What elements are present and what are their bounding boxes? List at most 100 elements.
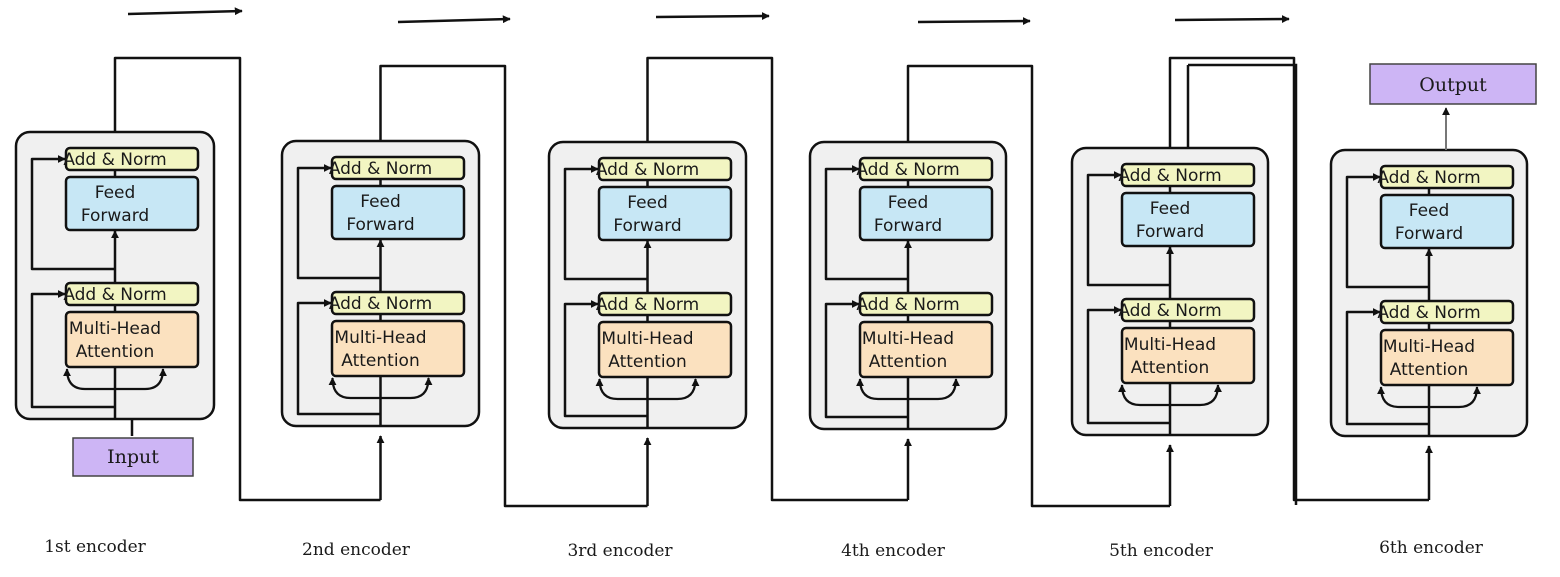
multi-head-attention-label: Multi-Head (1383, 337, 1475, 357)
multi-head-attention-label: Attention (608, 352, 686, 372)
feed-forward-box (1379, 193, 1515, 250)
feed-forward-label: Feed (1409, 201, 1450, 221)
residual-connection-attention (563, 300, 648, 418)
add-norm-label: Add & Norm (329, 159, 432, 179)
multi-head-attention-label: Attention (341, 351, 419, 371)
multi-head-attention-box (64, 310, 200, 369)
add-norm-box (1120, 162, 1256, 188)
input-label: Input (107, 446, 159, 468)
multi-head-attention-box (858, 320, 994, 379)
residual-connection-feedforward (824, 165, 908, 281)
add-norm-label: Add & Norm (856, 295, 959, 315)
attention-fan-in-arrows (63, 368, 167, 391)
feed-forward-label: Forward (1136, 222, 1204, 242)
add-norm-box (330, 290, 466, 316)
attention-fan-in-arrows (856, 378, 960, 401)
encoder-caption: 6th encoder (1379, 538, 1484, 558)
feed-forward-label: Feed (627, 193, 668, 213)
feed-forward-box (330, 184, 466, 241)
residual-connection-attention (1086, 306, 1170, 425)
encoder-caption: 5th encoder (1109, 541, 1214, 561)
feed-forward-label: Feed (888, 193, 929, 213)
feed-forward-box (858, 185, 994, 242)
feed-forward-label: Forward (346, 215, 414, 235)
encoder-caption: 3rd encoder (567, 541, 673, 561)
input-box (72, 437, 194, 477)
add-norm-box (597, 291, 733, 317)
multi-head-attention-label: Multi-Head (1124, 335, 1216, 355)
add-norm-label: Add & Norm (1118, 301, 1221, 321)
flow-direction-arrow (397, 15, 511, 24)
add-norm-box (858, 291, 994, 317)
add-norm-label: Add & Norm (329, 294, 432, 314)
residual-connection-feedforward (30, 155, 115, 271)
add-norm-box (1379, 164, 1515, 190)
multi-head-attention-label: Multi-Head (601, 329, 693, 349)
feed-forward-label: Feed (1150, 199, 1191, 219)
encoder-caption: 2nd encoder (302, 540, 411, 560)
feed-forward-label: Forward (1395, 224, 1463, 244)
residual-connection-attention (30, 290, 115, 409)
flow-direction-arrow (127, 7, 243, 16)
residual-connection-attention (1345, 308, 1429, 426)
encoder-connector-line (379, 64, 648, 508)
add-norm-label: Add & Norm (63, 150, 166, 170)
encoder-connector-line (113, 56, 381, 502)
feed-forward-label: Forward (81, 206, 149, 226)
feed-forward-label: Feed (95, 183, 136, 203)
encoder-connector-line (906, 64, 1170, 508)
feed-forward-box (1120, 191, 1256, 248)
output-label: Output (1419, 74, 1487, 96)
multi-head-attention-label: Multi-Head (862, 329, 954, 349)
add-norm-label: Add & Norm (1377, 168, 1480, 188)
residual-connection-feedforward (1345, 173, 1429, 289)
residual-connection-feedforward (1086, 171, 1170, 287)
add-norm-label: Add & Norm (596, 295, 699, 315)
residual-connection-feedforward (563, 165, 648, 281)
feed-forward-label: Forward (613, 216, 681, 236)
add-norm-box (64, 281, 200, 307)
multi-head-attention-label: Multi-Head (69, 319, 161, 339)
attention-fan-in-arrows (328, 377, 433, 400)
add-norm-box (1379, 299, 1515, 325)
flow-direction-arrow (917, 17, 1031, 26)
encoder-connector-line (646, 56, 908, 502)
add-norm-label: Add & Norm (1377, 303, 1480, 323)
encoder-connector-line (1188, 63, 1298, 505)
output-box (1369, 63, 1537, 105)
residual-connection-attention (824, 300, 908, 419)
add-norm-label: Add & Norm (856, 160, 959, 180)
encoder-caption: 1st encoder (44, 537, 146, 557)
multi-head-attention-box (330, 319, 466, 378)
add-norm-box (330, 155, 466, 181)
flow-direction-arrow (1174, 15, 1290, 24)
add-norm-box (858, 156, 994, 182)
multi-head-attention-label: Attention (1390, 360, 1468, 380)
add-norm-box (597, 156, 733, 182)
add-norm-box (1120, 297, 1256, 323)
multi-head-attention-box (1120, 326, 1256, 385)
feed-forward-label: Forward (874, 216, 942, 236)
multi-head-attention-box (1379, 328, 1515, 387)
add-norm-label: Add & Norm (596, 160, 699, 180)
encoder-connector-line (1168, 56, 1429, 502)
connector-lines (113, 7, 1433, 508)
encoder-caption: 4th encoder (841, 541, 946, 561)
add-norm-box (64, 146, 200, 172)
attention-fan-in-arrows (1377, 386, 1481, 409)
add-norm-label: Add & Norm (63, 285, 166, 305)
attention-fan-in-arrows (1118, 384, 1222, 407)
multi-head-attention-label: Attention (76, 342, 154, 362)
residual-connection-attention (296, 299, 381, 416)
feed-forward-box (597, 185, 733, 242)
multi-head-attention-box (597, 320, 733, 379)
multi-head-attention-label: Multi-Head (334, 328, 426, 348)
